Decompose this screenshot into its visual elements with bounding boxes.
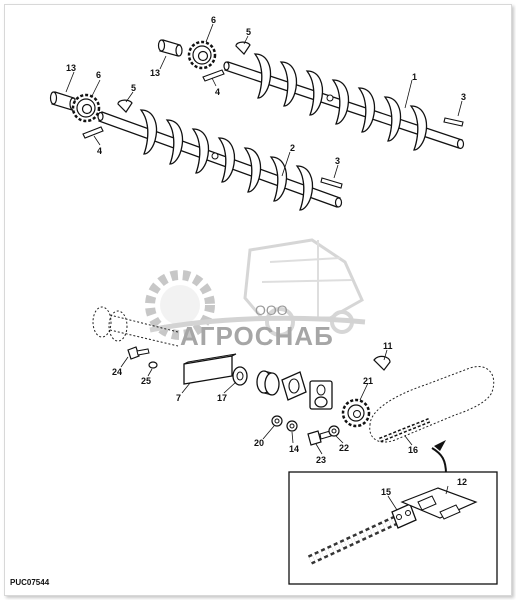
callout-24: 24 — [112, 367, 122, 377]
diagram-code: PUC07544 — [10, 578, 50, 587]
lower-auger — [97, 109, 343, 211]
detail-chain — [307, 511, 408, 565]
leader-lines — [65, 23, 463, 511]
sprocket-21 — [341, 398, 371, 428]
watermark-name: АГРОСНАБ — [180, 321, 334, 351]
upper-auger — [223, 53, 465, 151]
callout-25: 25 — [141, 376, 151, 386]
callout-5-lower: 5 — [131, 83, 136, 93]
lower-right-pin — [320, 177, 343, 189]
callout-6-upper: 6 — [211, 15, 216, 25]
callout-22: 22 — [339, 443, 349, 453]
callout-23: 23 — [316, 455, 326, 465]
callout-5-upper: 5 — [246, 27, 251, 37]
callout-12: 12 — [457, 477, 467, 487]
washer-22 — [328, 425, 340, 437]
phantom-auger-end — [92, 306, 179, 347]
callout-21: 21 — [363, 376, 373, 386]
callout-11: 11 — [383, 341, 393, 351]
callout-15: 15 — [381, 487, 391, 497]
callout-7: 7 — [176, 393, 181, 403]
connector-link-15 — [391, 503, 417, 529]
watermark-logo — [145, 238, 366, 340]
nut-25 — [148, 361, 158, 369]
washer-20 — [271, 415, 283, 427]
callout-13-upper: 13 — [150, 68, 160, 78]
upper-pin — [202, 69, 225, 82]
detail-box — [288, 471, 498, 585]
flange — [281, 371, 307, 401]
upper-sprocket — [187, 40, 217, 70]
callout-1: 1 — [412, 72, 417, 82]
bolt-23 — [307, 430, 332, 446]
callout-17: 17 — [217, 393, 227, 403]
upper-bushing — [157, 39, 183, 57]
lower-pin — [82, 126, 104, 139]
callout-2: 2 — [290, 143, 295, 153]
upper-key — [235, 41, 251, 55]
nut-14 — [286, 420, 298, 432]
callout-3-lower: 3 — [335, 156, 340, 166]
callout-14: 14 — [289, 444, 299, 454]
link-kit-12 — [400, 487, 478, 520]
lower-sprocket — [71, 93, 101, 123]
callout-16: 16 — [408, 445, 418, 455]
callout-6-lower: 6 — [96, 70, 101, 80]
detail-arrow — [431, 447, 447, 475]
upper-right-pin — [443, 117, 464, 127]
callout-20: 20 — [254, 438, 264, 448]
bracket-7 — [183, 353, 237, 385]
callout-4-upper: 4 — [215, 87, 220, 97]
part-11 — [373, 355, 391, 371]
lower-key — [117, 99, 133, 113]
callout-3-upper: 3 — [461, 92, 466, 102]
watermark-ooo: ООО — [255, 302, 288, 318]
callout-13-lower: 13 — [66, 63, 76, 73]
chain-loop-16 — [369, 366, 495, 443]
detail-arrowhead — [434, 440, 446, 451]
bearing — [256, 370, 280, 396]
callout-4-lower: 4 — [97, 146, 102, 156]
washer-17 — [232, 366, 248, 386]
bolt-24 — [127, 346, 150, 360]
key-plate — [309, 380, 333, 410]
